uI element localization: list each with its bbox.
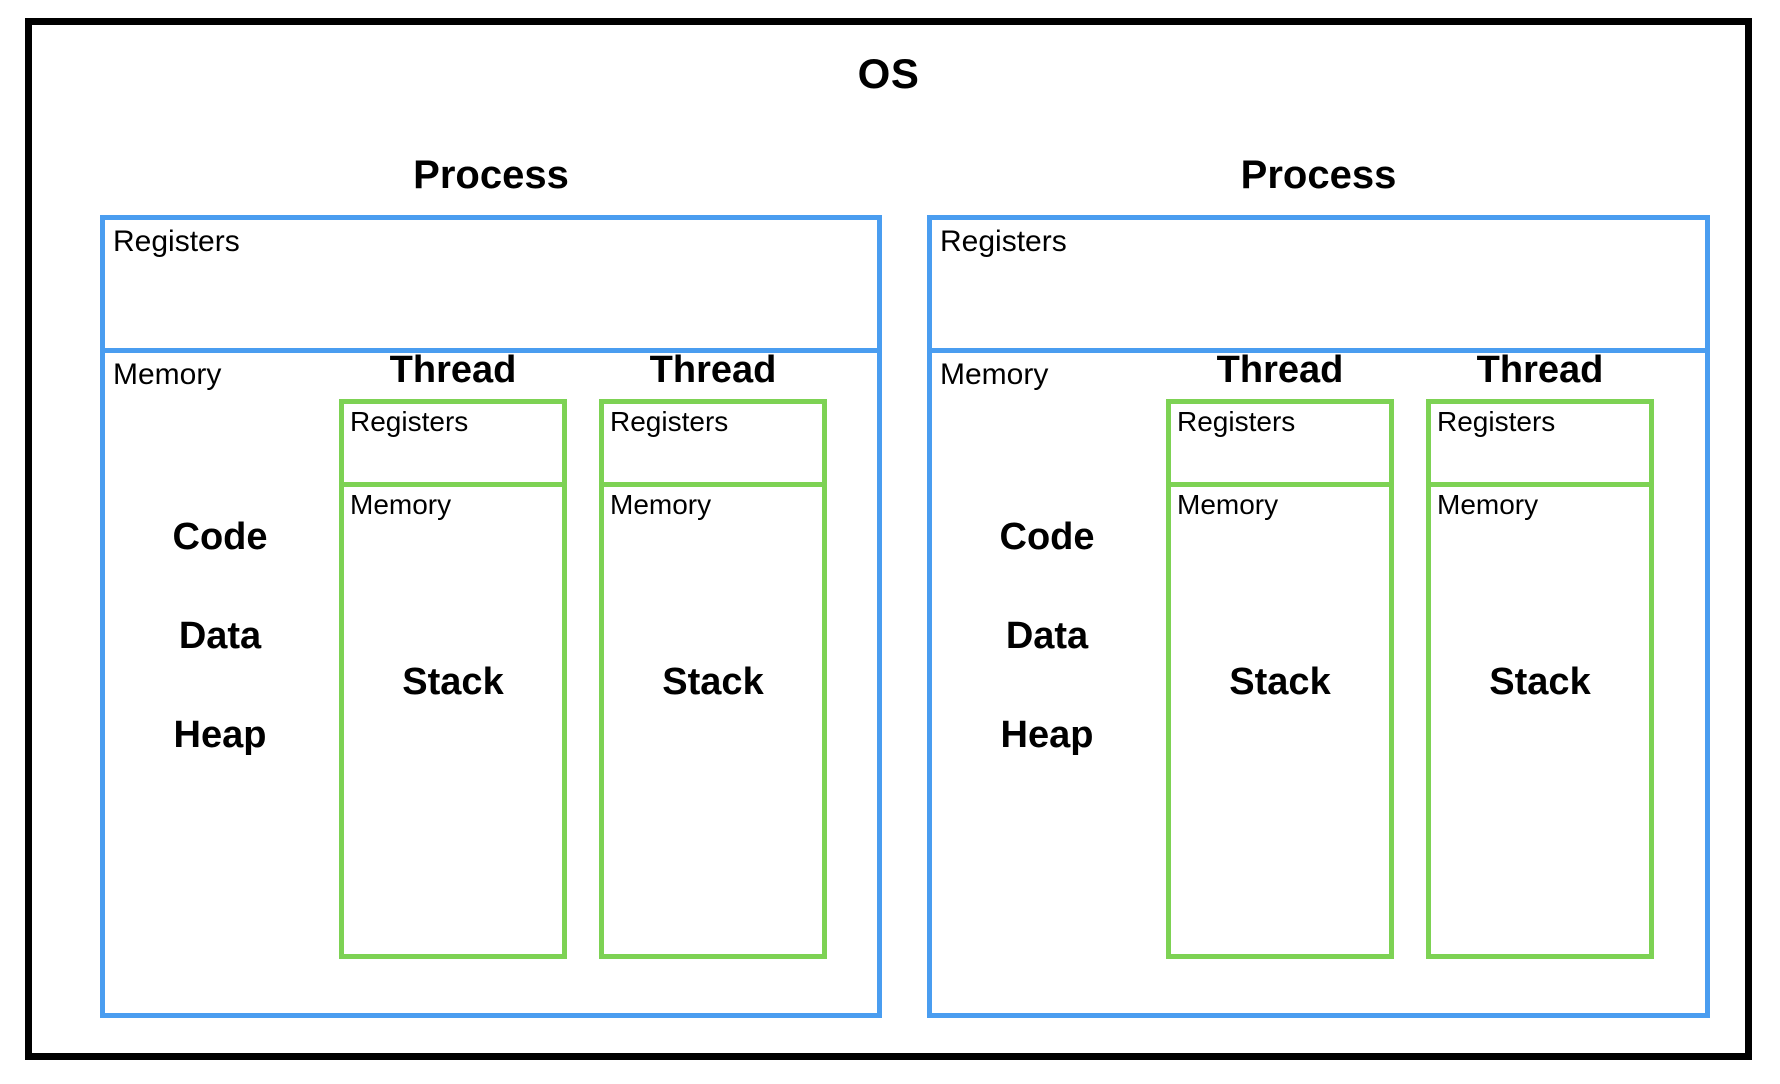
- os-container: OS Process Registers Memory Code Data He…: [25, 18, 1752, 1060]
- process-0-title: Process: [413, 153, 569, 197]
- process-1-segment-code: Code: [999, 516, 1095, 558]
- process-0-memory-section: Memory Code Data Heap Thread Registers: [105, 349, 877, 1013]
- process-1-segment-data: Data: [1005, 615, 1089, 657]
- process-1-memory-section: Memory Code Data Heap Thread Registers: [932, 349, 1705, 1013]
- process-1-memory-label: Memory: [940, 358, 1049, 391]
- process-0-thread-1: Thread Registers Memory Stack: [599, 349, 827, 1013]
- process-1-thread-1-stack-label: Stack: [1489, 661, 1591, 703]
- process-1-thread-0-registers-label: Registers: [1177, 406, 1296, 437]
- process-1-segment-heap: Heap: [1000, 714, 1094, 756]
- process-0-memory-label: Memory: [113, 358, 222, 391]
- process-0-thread-0-stack-label: Stack: [402, 661, 504, 703]
- process-1-registers-section: Registers: [932, 220, 1705, 353]
- process-0-thread-0-registers-label: Registers: [350, 406, 469, 437]
- process-1-thread-0-memory-label: Memory: [1177, 489, 1279, 520]
- process-0-thread-0-memory-section: Memory Stack: [344, 487, 562, 954]
- process-0-thread-1-registers-label: Registers: [610, 406, 729, 437]
- process-1-thread-1-registers-label: Registers: [1437, 406, 1556, 437]
- process-0-segment-data: Data: [178, 615, 262, 657]
- process-1-thread-1: Thread Registers Memory Stack: [1426, 349, 1654, 1013]
- process-1-thread-1-memory-label: Memory: [1437, 489, 1539, 520]
- process-0-registers-section: Registers: [105, 220, 877, 353]
- process-1-title: Process: [1240, 153, 1397, 197]
- process-0-segment-code: Code: [172, 516, 268, 558]
- process-0-thread-0: Thread Registers Memory Stack: [339, 349, 567, 1013]
- process-0-segment-heap: Heap: [173, 714, 267, 756]
- process-0-box: Registers Memory Code Data Heap Thread: [100, 215, 882, 1018]
- process-1-thread-1-title: Thread: [1476, 349, 1604, 391]
- process-0-memory-segments: Code Data Heap: [125, 518, 315, 754]
- process-1-thread-1-memory-section: Memory Stack: [1431, 487, 1649, 954]
- process-0-thread-0-box: Registers Memory Stack: [339, 399, 567, 959]
- process-0-thread-1-stack-label: Stack: [662, 661, 764, 703]
- process-0-thread-1-memory-label: Memory: [610, 489, 712, 520]
- process-0: Process Registers Memory Code Data Heap …: [100, 155, 882, 1045]
- process-1-thread-1-box: Registers Memory Stack: [1426, 399, 1654, 959]
- process-0-thread-0-registers-section: Registers: [344, 404, 562, 487]
- process-1-registers-label: Registers: [940, 225, 1067, 258]
- process-1-box: Registers Memory Code Data Heap Thread: [927, 215, 1710, 1018]
- process-1-thread-1-registers-section: Registers: [1431, 404, 1649, 487]
- process-0-thread-1-memory-section: Memory Stack: [604, 487, 822, 954]
- process-0-thread-1-title: Thread: [649, 349, 777, 391]
- process-0-thread-1-registers-section: Registers: [604, 404, 822, 487]
- process-0-registers-label: Registers: [113, 225, 240, 258]
- process-1-thread-0: Thread Registers Memory Stack: [1166, 349, 1394, 1013]
- process-0-thread-1-box: Registers Memory Stack: [599, 399, 827, 959]
- process-1-thread-0-stack-label: Stack: [1229, 661, 1331, 703]
- process-1: Process Registers Memory Code Data Heap …: [927, 155, 1710, 1045]
- process-1-thread-0-box: Registers Memory Stack: [1166, 399, 1394, 959]
- process-1-thread-0-memory-section: Memory Stack: [1171, 487, 1389, 954]
- process-1-thread-0-registers-section: Registers: [1171, 404, 1389, 487]
- process-1-memory-segments: Code Data Heap: [952, 518, 1142, 754]
- process-0-thread-0-memory-label: Memory: [350, 489, 452, 520]
- process-1-thread-0-title: Thread: [1216, 349, 1344, 391]
- os-title: OS: [857, 50, 920, 97]
- process-0-thread-0-title: Thread: [389, 349, 517, 391]
